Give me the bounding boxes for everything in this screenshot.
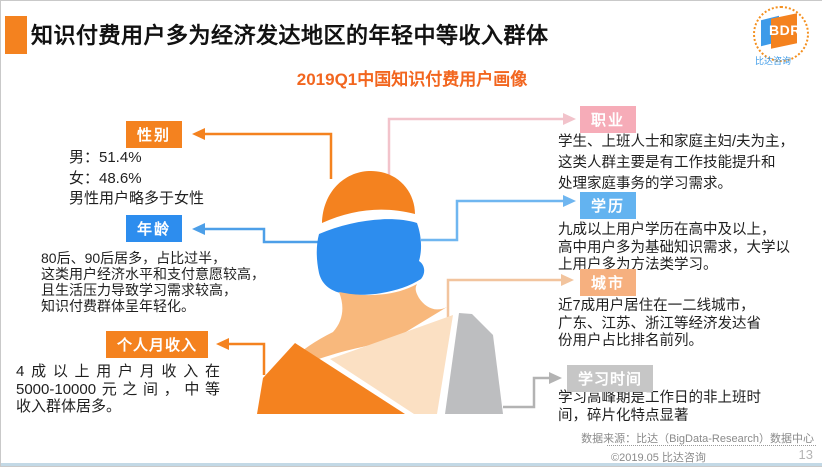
text-line: 广东、江苏、浙江等经济发达省: [558, 315, 761, 332]
city-description: 近7成用户居住在一二线城市， 广东、江苏、浙江等经济发达省 份用户占比排名前列。: [558, 298, 761, 351]
badge-gender: 性别: [126, 121, 183, 148]
text-line: 男性用户略多于女性: [69, 190, 205, 207]
badge-education: 学历: [580, 192, 637, 219]
text-line: 学生、上班人士和家庭主妇/夫为主，: [558, 134, 795, 150]
text-line: 知识付费群体呈年轻化。: [41, 298, 195, 314]
text-line: 4成以上用户月收入在: [16, 363, 220, 380]
figure-left-shoulder: [257, 343, 405, 414]
figure-back: [330, 315, 453, 414]
text-line: 间，碎片化特点显著: [558, 408, 689, 424]
gender-stats: 男：51.4% 女：48.6% 男性用户略多于女性: [69, 148, 204, 210]
logo-caption: 比达咨询: [755, 56, 792, 66]
figure-neck: [293, 284, 447, 367]
education-description: 九成以上用户学历在高中及以上， 高中用户多为基础知识需求，大学以 上用户多为方法…: [558, 222, 790, 275]
page-subtitle: 2019Q1中国知识付费用户画像: [296, 70, 528, 89]
income-description: 4成以上用户月收入在 5000-10000元之间，中等 收入群体居多。: [16, 363, 220, 416]
text-line: 男：51.4%: [69, 149, 142, 166]
logo-dotted-ring-icon: [753, 6, 809, 62]
title-accent-bar: [5, 16, 27, 54]
figure-hair: [322, 170, 415, 223]
copyright-note: ©2019.05 比达咨询: [611, 452, 706, 464]
text-line: 这类人群主要是有工作技能提升和: [558, 155, 776, 171]
age-description: 80后、90后居多，占比过半， 这类用户经济水平和支付意愿较高， 且生活压力导致…: [41, 250, 265, 314]
text-line: 近7成用户居住在一二线城市，: [558, 298, 755, 314]
bdr-logo: BDR 比达咨询: [747, 4, 817, 68]
page-number: 13: [798, 447, 813, 462]
page-title: 知识付费用户多为经济发达地区的年轻中等收入群体: [31, 23, 549, 48]
text-line: 处理家庭事务的学习需求。: [558, 176, 732, 192]
text-line: 学习高峰期是工作日的非上班时: [558, 390, 761, 406]
occupation-description: 学生、上班人士和家庭主妇/夫为主， 这类人群主要是有工作技能提升和 处理家庭事务…: [558, 132, 794, 195]
text-line: 高中用户多为基础知识需求，大学以: [558, 239, 790, 256]
data-source-note: 数据来源：比达（BigData-Research）数据中心: [581, 433, 814, 445]
text-line: 且生活压力导致学习需求较高，: [41, 282, 237, 298]
text-line: 九成以上用户学历在高中及以上，: [558, 222, 776, 238]
badge-income: 个人月收入: [106, 331, 209, 358]
footer-divider: [607, 445, 816, 446]
text-line: 份用户占比排名前列。: [558, 333, 703, 349]
figure-headband: [316, 219, 425, 295]
badge-study-time: 学习时间: [567, 365, 654, 392]
logo-text: BDR: [769, 22, 801, 38]
figure-right-shoulder: [445, 313, 503, 414]
text-line: 这类用户经济水平和支付意愿较高，: [41, 266, 265, 282]
badge-age: 年龄: [126, 215, 183, 242]
study-time-description: 学习高峰期是工作日的非上班时 间，碎片化特点显著: [558, 389, 761, 425]
badge-occupation: 职业: [580, 106, 637, 133]
text-line: 5000-10000元之间，中等: [16, 380, 220, 398]
text-line: 收入群体居多。: [16, 398, 122, 415]
badge-city: 城市: [580, 269, 637, 296]
text-line: 80后、90后居多，占比过半，: [41, 250, 227, 266]
text-line: 女：48.6%: [69, 169, 142, 187]
